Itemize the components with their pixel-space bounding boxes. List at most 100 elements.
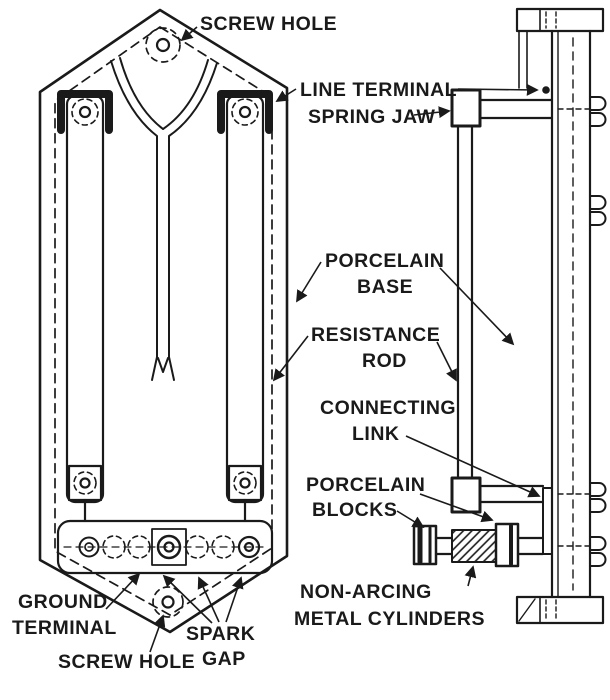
porcelain-base-slab (518, 29, 592, 599)
label-porcelain-base-line1: PORCELAIN (325, 250, 444, 272)
label-non-arcing-line2: METAL CYLINDERS (294, 608, 485, 630)
rod-strip-bottom-cap (450, 476, 482, 514)
conductor-wishbone (110, 57, 218, 381)
spark-gap-center-block (151, 528, 187, 566)
leader-screw-hole-bottom (149, 614, 166, 653)
wishbone-right-arm (168, 62, 218, 358)
spring-jaw-hook-top-2 (589, 112, 607, 127)
leader-lines (105, 26, 541, 653)
cyl-jaw-hook-2 (589, 552, 607, 567)
cylinder-assembly (412, 522, 607, 568)
spark-gap-cylinder-3 (156, 534, 182, 560)
leader-spark-gap-3 (225, 576, 244, 623)
screw-hole-bottom-hole (161, 595, 175, 609)
mid-clip (589, 195, 607, 226)
rod-left-top-clamp (57, 90, 113, 134)
label-resistance-rod-line2: ROD (362, 350, 407, 372)
leader-line-terminal-left (275, 88, 297, 102)
side-view (412, 7, 607, 625)
top-flange (515, 7, 605, 33)
label-non-arcing-line1: NON-ARCING (300, 581, 432, 603)
leader-spark-gap-1 (162, 574, 213, 624)
leader-connecting-link (405, 435, 541, 498)
label-porcelain-blocks-line1: PORCELAIN (306, 474, 425, 496)
porcelain-block-left (412, 524, 438, 566)
leader-screw-hole-top (180, 26, 198, 42)
spark-gap-cylinder-6-core (243, 541, 255, 553)
leader-spark-gap-2 (197, 576, 220, 623)
label-spark-gap-line2: GAP (202, 648, 246, 670)
wishbone-fork-tip (151, 356, 175, 381)
labels: SCREW HOLE LINE TERMINAL SPRING JAW PORC… (12, 13, 485, 673)
spark-gap-cylinder-1 (102, 535, 126, 559)
spark-gap-assembly (56, 519, 274, 575)
rod-left-bottom-screw (79, 477, 91, 489)
porcelain-base-outline (38, 8, 289, 634)
label-line-terminal: LINE TERMINAL (300, 79, 457, 101)
mid-clip-hook-1 (589, 195, 607, 210)
non-arcing-metal-cylinder (451, 529, 497, 563)
resistance-rod-left (57, 90, 113, 523)
leader-line-terminal-right (457, 83, 539, 96)
wishbone-left-arm (110, 60, 158, 358)
label-ground-terminal-line1: GROUND (18, 591, 108, 613)
bottom-flange (515, 595, 605, 625)
line-terminal-dot (542, 86, 550, 94)
label-porcelain-base-line2: BASE (357, 276, 413, 298)
leader-porcelain-block-left (396, 510, 425, 528)
spark-gap-cylinder-6 (237, 535, 261, 559)
spark-gap-cylinder-2 (127, 535, 151, 559)
porcelain-base-outline-dashed (54, 26, 273, 616)
leader-resistance-rod-left (272, 335, 309, 382)
leader-resistance-rod-right (436, 341, 457, 382)
rod-right-top-screw (238, 105, 252, 119)
porcelain-block-right (494, 522, 520, 568)
label-spring-jaw: SPRING JAW (308, 106, 436, 128)
rod-left-top-screw-ring (71, 98, 99, 126)
rod-right-top-screw-ring (231, 98, 259, 126)
ground-terminal-cylinder-core (84, 542, 94, 552)
label-ground-terminal-line2: TERMINAL (12, 617, 117, 639)
rod-left-bottom-screw-ring (73, 471, 97, 495)
rod-right-top-clamp (217, 90, 273, 134)
cyl-jaw-hook-1 (589, 536, 607, 551)
rod-strip-top-cap (450, 88, 482, 128)
rod-right-bottom-screw-ring (233, 471, 257, 495)
line-terminal-assembly (478, 86, 607, 127)
screw-hole-bottom-dashed-ring (152, 586, 184, 618)
rod-strip-side (450, 88, 482, 514)
label-porcelain-blocks-line2: BLOCKS (312, 499, 397, 521)
screw-hole-bottom (152, 586, 184, 618)
label-screw-hole-top: SCREW HOLE (200, 13, 337, 35)
leader-ground-terminal (105, 572, 141, 610)
resistance-rod-right (217, 90, 273, 523)
rod-left-top-screw (78, 105, 92, 119)
leader-porcelain-block-right (419, 493, 494, 523)
screw-hole-top-dashed-ring (145, 27, 181, 63)
link-jaw-hook-2 (589, 498, 607, 513)
front-view (38, 8, 289, 634)
label-connecting-link-line2: LINK (352, 423, 400, 445)
label-screw-hole-bottom: SCREW HOLE (58, 651, 195, 673)
spring-jaw-hook-top-1 (589, 96, 607, 111)
leader-porcelain-base-left (296, 261, 322, 303)
mid-clip-hook-2 (589, 211, 607, 226)
connecting-link-assembly (478, 482, 607, 555)
spark-gap-cylinder-3-core (163, 541, 175, 553)
spark-gap-cylinder-4 (185, 535, 209, 559)
leader-spring-jaw (413, 106, 451, 119)
connecting-link-bar (542, 487, 553, 555)
bottom-flange-chamfer (518, 598, 536, 622)
label-spark-gap-line1: SPARK (186, 623, 255, 645)
label-resistance-rod-line1: RESISTANCE (311, 324, 440, 346)
link-jaw-hook-1 (589, 482, 607, 497)
wishbone-left-arm-inner (119, 57, 164, 130)
leader-porcelain-base-right (439, 267, 515, 346)
rod-right-bottom-screw (239, 477, 251, 489)
leader-metal-cylinders (464, 565, 477, 587)
screw-hole-top-hole (155, 37, 171, 53)
rod-right-body (225, 94, 265, 504)
label-connecting-link-line1: CONNECTING (320, 397, 456, 419)
